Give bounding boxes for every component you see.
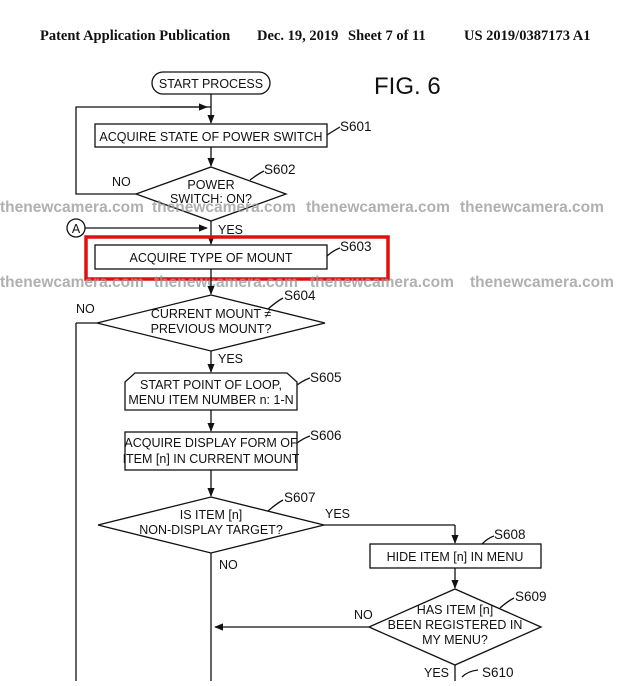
watermark-4: thenewcamera.com — [460, 199, 604, 216]
s610-step: S610 — [482, 665, 514, 680]
connector-a-label: A — [72, 222, 81, 236]
s601-leader — [326, 126, 341, 136]
highlight-frame — [84, 235, 390, 281]
s609-yes-label: YES — [424, 666, 449, 680]
s604-yes-label: YES — [218, 352, 243, 366]
watermark-6: thenewcamera.com — [154, 274, 298, 291]
s604-line2: PREVIOUS MOUNT? — [151, 322, 272, 336]
s609-line1: HAS ITEM [n] — [417, 603, 493, 617]
s602-step: S602 — [264, 162, 296, 177]
s603-box — [94, 244, 328, 270]
figure-label: FIG. 6 — [374, 73, 441, 100]
s606-box — [124, 431, 298, 471]
s602-no-label: NO — [112, 175, 131, 189]
watermark-5: thenewcamera.com — [0, 274, 144, 291]
s607-line2: NON-DISPLAY TARGET? — [139, 523, 283, 537]
s605-line1: START POINT OF LOOP, — [140, 378, 282, 392]
s602-leader — [249, 170, 265, 181]
s603-leader — [326, 247, 341, 257]
watermark-1: thenewcamera.com — [0, 199, 144, 216]
s604-leader — [267, 297, 284, 310]
s608-label: HIDE ITEM [n] IN MENU — [387, 550, 524, 564]
s605-loop-start — [124, 372, 298, 411]
s609-line3: MY MENU? — [422, 633, 488, 647]
s608-leader — [481, 535, 495, 545]
s606-line1: ACQUIRE DISPLAY FORM OF — [124, 436, 298, 450]
s609-no-label: NO — [354, 608, 373, 622]
s602-yes-label: YES — [218, 223, 243, 237]
s607-line1: IS ITEM [n] — [180, 508, 243, 522]
s604-step: S604 — [284, 288, 316, 303]
s602-line1: POWER — [187, 178, 234, 192]
s607-step: S607 — [284, 490, 316, 505]
s607-yes-label: YES — [325, 507, 350, 521]
s610-leader — [461, 669, 479, 678]
watermark-2: thenewcamera.com — [152, 199, 296, 216]
header-sheet: Sheet 7 of 11 — [348, 28, 426, 44]
s603-step: S603 — [340, 239, 372, 254]
s609-line2: BEEN REGISTERED IN — [388, 618, 523, 632]
s606-step: S606 — [310, 428, 342, 443]
s601-label: ACQUIRE STATE OF POWER SWITCH — [99, 130, 322, 144]
s607-leader — [267, 499, 284, 512]
s608-step: S608 — [494, 527, 526, 542]
loop-line-s602-no — [75, 106, 211, 195]
s606-leader — [296, 435, 311, 444]
header-publication: Patent Application Publication — [40, 28, 230, 44]
s609-leader — [499, 597, 515, 609]
watermark-3: thenewcamera.com — [306, 199, 450, 216]
s601-step: S601 — [340, 119, 372, 134]
header-number: US 2019/0387173 A1 — [464, 28, 591, 44]
s603-label: ACQUIRE TYPE OF MOUNT — [130, 251, 293, 265]
s607-no-label: NO — [219, 558, 238, 572]
header-date: Dec. 19, 2019 — [257, 28, 338, 44]
watermark-7: thenewcamera.com — [310, 274, 454, 291]
s609-step: S609 — [515, 589, 547, 604]
s604-no-label: NO — [76, 302, 95, 316]
s604-line1: CURRENT MOUNT ≠ — [151, 307, 271, 321]
s605-leader — [296, 377, 311, 386]
s605-step: S605 — [310, 370, 342, 385]
watermark-8: thenewcamera.com — [470, 274, 614, 291]
start-label: START PROCESS — [159, 77, 263, 91]
s606-line2: ITEM [n] IN CURRENT MOUNT — [123, 452, 300, 466]
s602-line2: SWITCH: ON? — [170, 192, 252, 206]
s605-line2: MENU ITEM NUMBER n: 1-N — [128, 393, 293, 407]
